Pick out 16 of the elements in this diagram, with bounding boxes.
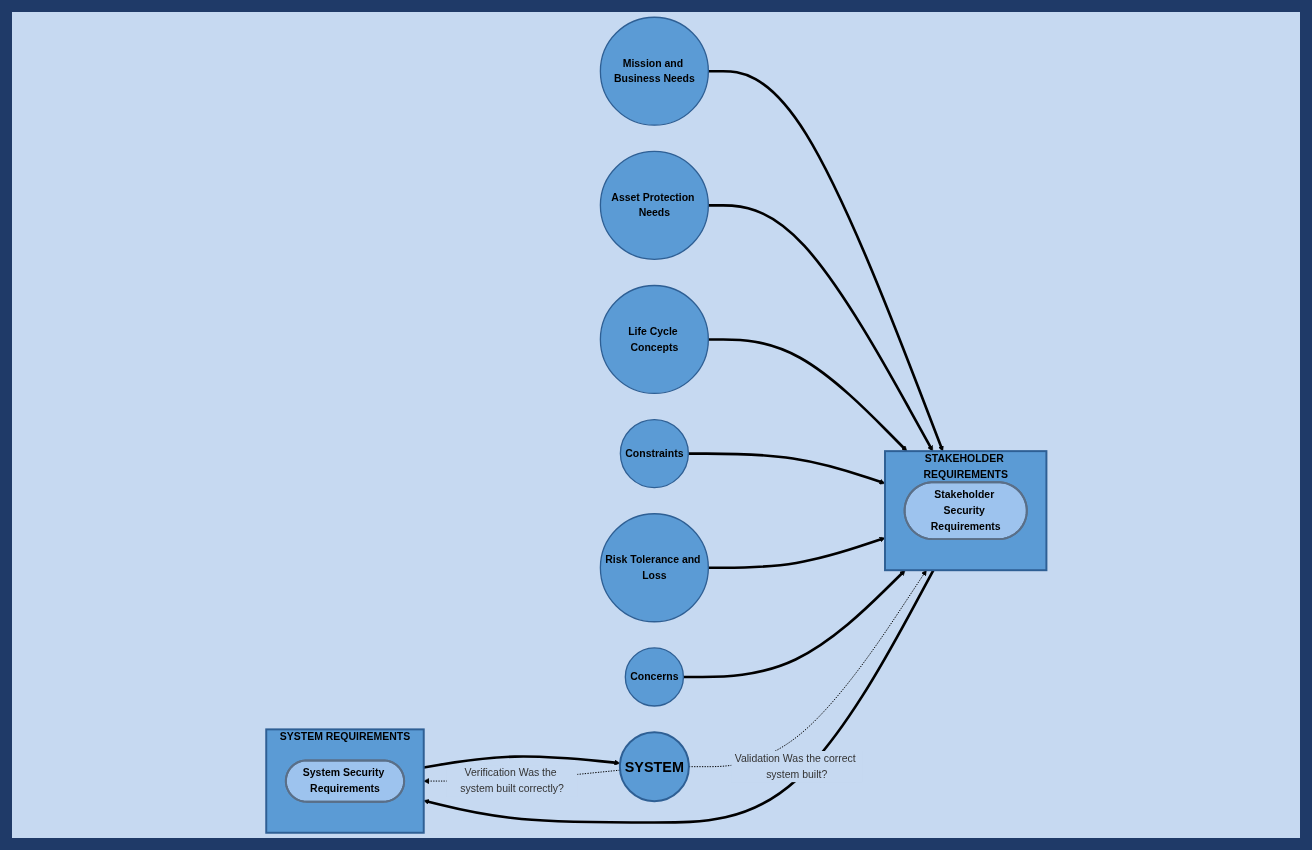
node-circle: Asset Protection Needs bbox=[599, 150, 709, 260]
arrow bbox=[708, 204, 933, 452]
node-circle: Constraints bbox=[619, 418, 689, 489]
arrow bbox=[708, 69, 944, 452]
node-circle: Risk Tolerance and Loss bbox=[599, 513, 709, 623]
node-circle: Concerns bbox=[624, 647, 684, 707]
arrow bbox=[708, 536, 885, 570]
arrow bbox=[688, 452, 885, 485]
arrow bbox=[423, 755, 620, 769]
arrow bbox=[683, 569, 906, 679]
arrow bbox=[708, 338, 907, 452]
edge-label: Verification Was the system built correctly? bbox=[459, 767, 564, 795]
edge-label: Validation Was the correct system built? bbox=[734, 752, 856, 780]
node-circle: Mission and Business Needs bbox=[599, 16, 709, 126]
node-circle: SYSTEM bbox=[618, 731, 690, 803]
node-circle: Life Cycle Concepts bbox=[599, 284, 709, 395]
